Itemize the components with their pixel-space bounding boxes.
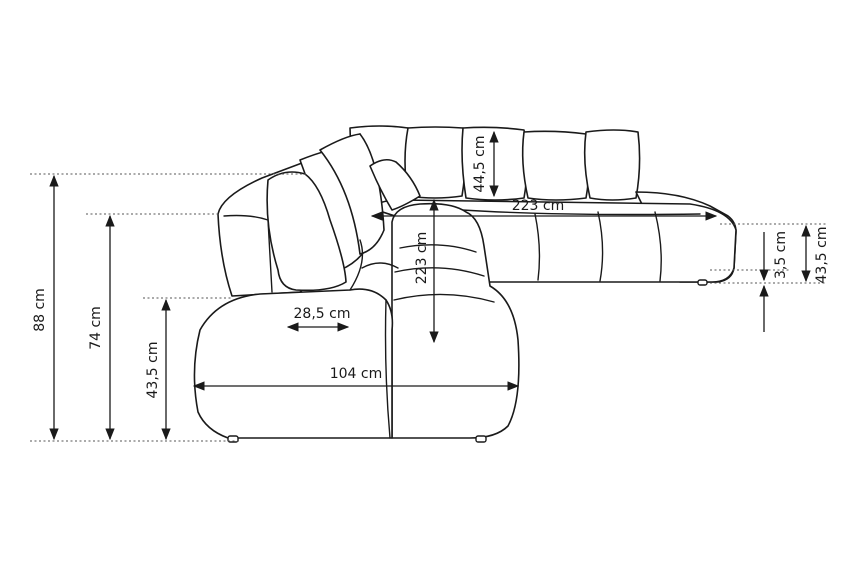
label-total-height: 88 cm [32, 288, 48, 332]
back-tier-2 [319, 133, 385, 255]
left-seat-seam [384, 299, 391, 439]
accent-pillow [369, 158, 421, 211]
label-seat-height-right: 43,5 cm [814, 227, 830, 284]
chaise-seat [391, 202, 520, 439]
label-chaise-length: 223 cm [414, 232, 430, 285]
chaise-seam-1 [399, 244, 477, 253]
guide-lines [30, 173, 826, 442]
label-sofa-width: 223 cm [512, 198, 565, 214]
label-armrest-width: 28,5 cm [294, 306, 351, 322]
back-cushion-4 [521, 130, 590, 201]
back-cushion-5 [583, 129, 641, 201]
label-backrest-height: 74 cm [88, 306, 104, 350]
foot-mid [475, 435, 487, 443]
dimension-labels: 88 cm 74 cm 43,5 cm 104 cm 28,5 cm 223 c… [32, 136, 830, 399]
dimension-arrows [49, 130, 811, 441]
chaise-seam-2 [394, 267, 485, 277]
mid-seam-2 [361, 262, 399, 269]
foot-right [697, 279, 708, 286]
label-back-cushion-height: 44,5 cm [472, 136, 488, 193]
label-seat-depth: 104 cm [330, 366, 383, 382]
sofa-outline [193, 125, 737, 443]
mid-seam-1 [349, 239, 364, 291]
foot-left [227, 435, 239, 443]
chaise-seam-3 [393, 293, 495, 303]
label-leg-height: 3,5 cm [773, 231, 789, 279]
label-seat-height-left: 43,5 cm [145, 342, 161, 399]
